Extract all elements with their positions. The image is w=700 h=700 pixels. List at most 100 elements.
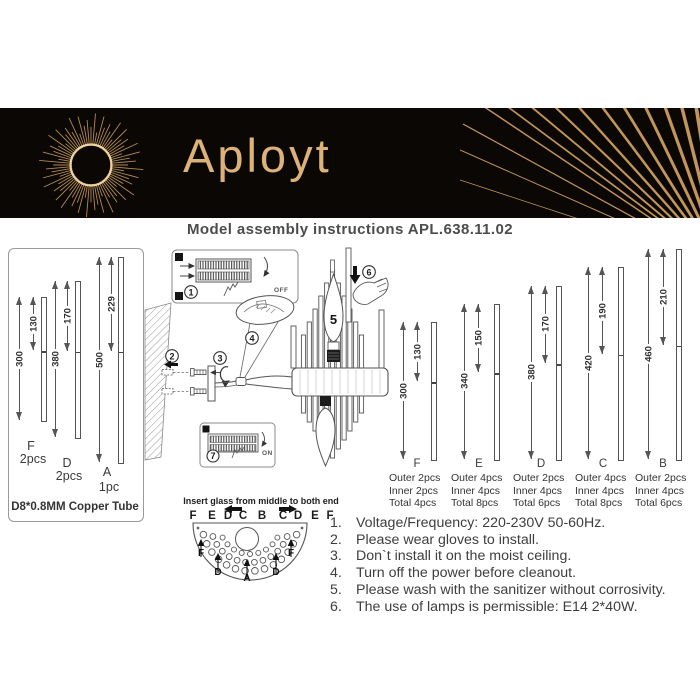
- mounting-hardware: 2 3: [161, 349, 231, 402]
- mounting-plate-diagram: [192, 522, 308, 581]
- sunburst-logo-icon: [39, 113, 144, 218]
- tube-A-total-value: 500: [94, 349, 106, 370]
- screw: [190, 387, 207, 396]
- glass-letter-8: F: [326, 510, 334, 522]
- instruction-text: Please wash with the sanitizer without c…: [356, 581, 666, 598]
- left-arrow-icon: [224, 504, 242, 514]
- turn-arrow-icon: [219, 366, 231, 388]
- glass-letter-5: C: [278, 510, 288, 522]
- instruction-text: Turn off the power before cleanout.: [356, 565, 577, 582]
- instruction-text: Voltage/Frequency: 220-230V 50-60Hz.: [356, 515, 606, 531]
- chart-label-B: B: [659, 458, 667, 470]
- glass-letter-1: E: [208, 510, 216, 522]
- chart-D-upper-value: 170: [540, 314, 552, 335]
- chart-C-upper-value: 190: [597, 300, 609, 321]
- tube-qty-A: 1pc: [98, 480, 120, 494]
- pointer-label-3: D: [272, 567, 280, 578]
- pointer-label-4: F: [287, 548, 295, 559]
- off-label: OFF: [274, 287, 289, 294]
- chart-B-upper-value: 210: [658, 287, 670, 308]
- chart-F-upper-value: 130: [412, 341, 424, 362]
- tube-F-upper-value: 130: [28, 313, 40, 334]
- pcs-line: Outer 2pcs: [389, 472, 441, 484]
- step-6-number: 6: [366, 267, 371, 277]
- pcs-line: Total 6pcs: [635, 497, 683, 510]
- step-7-panel: 7 ON: [199, 422, 276, 468]
- pcs-line: Outer 4pcs: [575, 472, 627, 484]
- tube-label-D: D: [62, 456, 72, 470]
- step-2-number: 2: [169, 351, 174, 361]
- chart-tube-B: [676, 249, 682, 461]
- chart-tube-C: [618, 267, 624, 461]
- pcs-line: Outer 2pcs: [513, 472, 565, 484]
- instruction-number: 2.: [330, 531, 342, 548]
- instruction-row: 4. Turn off the power before cleanout.: [330, 565, 698, 582]
- chart-B-total-dimension: 460: [643, 249, 655, 459]
- step-7-number: 7: [210, 451, 215, 461]
- step-1-badge: [184, 285, 198, 299]
- sunburst-ring: [69, 143, 113, 187]
- tube-label-F: F: [27, 439, 35, 453]
- instruction-text: Don`t install it on the moist ceiling.: [356, 548, 572, 565]
- tube-A-total-dimension: 500: [94, 257, 106, 462]
- pcs-line: Total 8pcs: [575, 497, 623, 510]
- step-5-number: 5: [330, 312, 337, 327]
- pcs-line: Inner 4pcs: [635, 484, 685, 497]
- candle-bulb: [323, 272, 344, 343]
- chart-E-total-dimension: 340: [459, 303, 471, 460]
- chart-tube-D: [556, 285, 562, 461]
- wire-connector: [235, 377, 247, 386]
- step-3-number: 3: [217, 353, 222, 363]
- tube-F: [41, 297, 47, 422]
- assembly-diagram: 1 OFF: [144, 247, 389, 468]
- instruction-text: Please wear gloves to install.: [356, 531, 539, 548]
- decorative-rays-icon: [460, 108, 700, 218]
- chart-B-upper-dimension: 210: [658, 249, 670, 345]
- instruction-number: 4.: [330, 565, 342, 582]
- instruction-number: 6.: [330, 598, 342, 615]
- glass-letter-0: F: [189, 510, 197, 522]
- hand-icon: [352, 277, 389, 305]
- pcs-line: Total 6pcs: [513, 497, 561, 510]
- hand-icon: [223, 281, 239, 297]
- glass-letter-4: B: [257, 510, 267, 522]
- wiring-detail: 4: [214, 295, 295, 390]
- left-arrow-icon: [164, 360, 178, 369]
- instruction-number: 5.: [330, 581, 342, 598]
- wall-bracket: [207, 365, 216, 402]
- chart-D-total-dimension: 380: [526, 285, 538, 460]
- chart-C-upper-dimension: 190: [597, 267, 609, 355]
- center-hole: [235, 527, 259, 551]
- tube-D-total-dimension: 380: [50, 281, 62, 437]
- candle-bulb: [315, 407, 336, 468]
- wall-anchor: [161, 388, 174, 395]
- step-1-panel: 1 OFF: [171, 249, 299, 304]
- tube-label-A: A: [102, 465, 112, 479]
- brand-name: Aployt: [183, 129, 332, 182]
- instruction-row: 2. Please wear gloves to install.: [330, 532, 698, 549]
- instruction-row: 5. Please wash with the sanitizer without…: [330, 582, 698, 599]
- pcs-line: Total 8pcs: [451, 497, 499, 510]
- chart-label-F: F: [413, 458, 421, 470]
- chart-tube-E: [494, 303, 500, 461]
- pcs-line: Outer 4pcs: [451, 472, 503, 484]
- step-3-badge: [213, 351, 227, 365]
- screw: [190, 368, 207, 377]
- instruction-text: The use of lamps is permissible: E14 2*4…: [356, 598, 638, 615]
- tube-D: [75, 281, 81, 439]
- chart-E-total-value: 340: [459, 371, 471, 392]
- chart-label-E: E: [475, 458, 483, 470]
- pcs-line: Inner 4pcs: [575, 484, 625, 497]
- rotate-arrow-icon: [261, 431, 268, 447]
- step-4-number: 4: [249, 333, 254, 343]
- safety-instructions: 1.Voltage/Frequency: 220-230V 50-60Hz.2.…: [330, 515, 698, 615]
- bulb-socket: [320, 396, 331, 406]
- chart-C-total-dimension: 420: [583, 267, 595, 459]
- glass-letter-6: D: [293, 510, 303, 522]
- wall-anchor: [161, 369, 174, 376]
- pointer-label-1: D: [214, 567, 222, 578]
